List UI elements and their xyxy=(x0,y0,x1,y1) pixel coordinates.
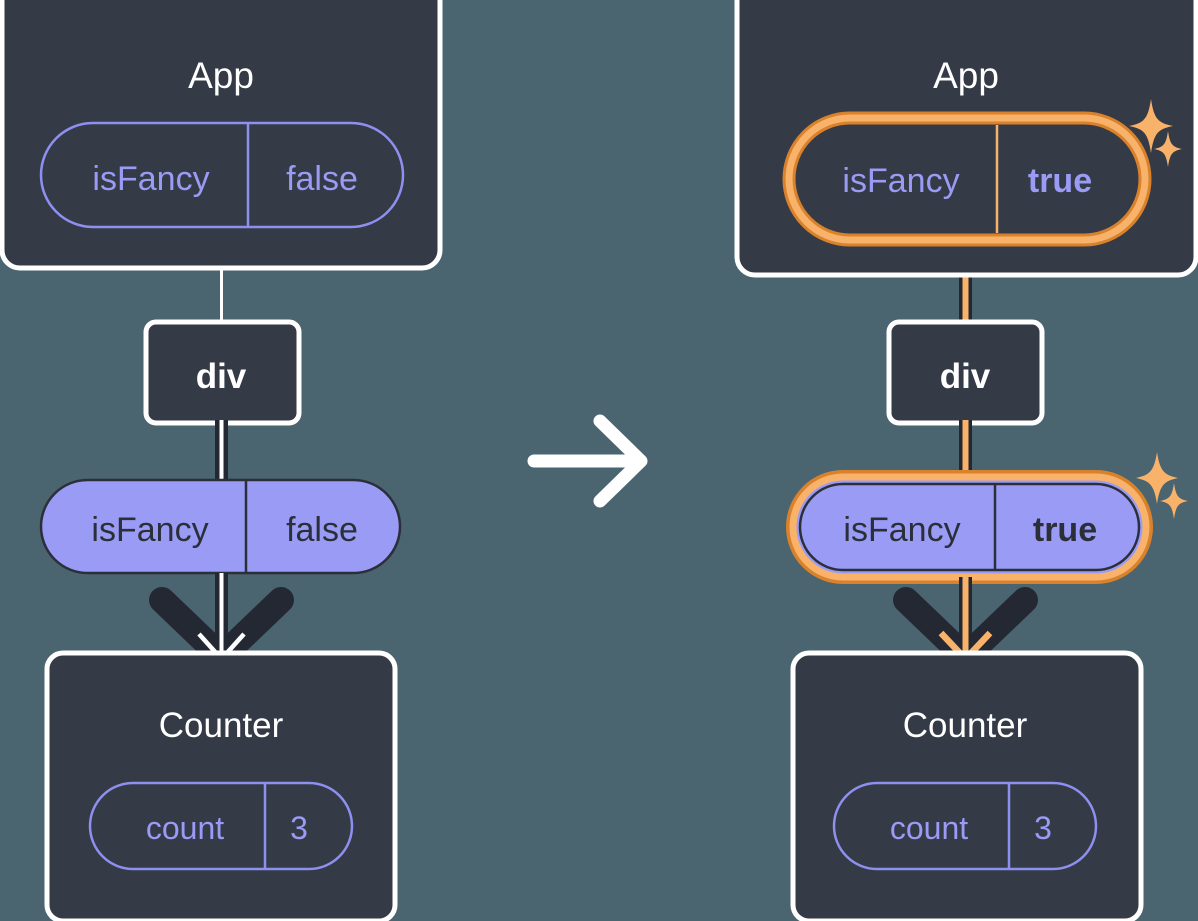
app-state-value-left: false xyxy=(286,160,358,198)
transition-arrow-icon xyxy=(527,414,648,508)
counter-state-value-right: 3 xyxy=(1034,810,1052,846)
app-title-right: App xyxy=(933,55,999,96)
counter-title-right: Counter xyxy=(903,706,1028,745)
div-label-left: div xyxy=(196,357,247,396)
app-box-left xyxy=(0,0,443,271)
arrow-prop-to-counter-left xyxy=(149,573,294,670)
app-state-value-right: true xyxy=(1028,162,1092,200)
prop-name-right: isFancy xyxy=(843,511,960,549)
prop-name-left: isFancy xyxy=(91,511,208,549)
arrow-prop-to-counter-right xyxy=(893,577,1038,670)
counter-state-name-right: count xyxy=(890,810,968,846)
app-box-right xyxy=(734,0,1198,278)
app-state-pill-left xyxy=(39,121,405,229)
counter-state-pill-left xyxy=(88,781,354,871)
app-state-name-right: isFancy xyxy=(842,162,959,200)
div-label-right: div xyxy=(940,357,991,396)
app-title-left: App xyxy=(188,55,254,96)
counter-box-left xyxy=(44,650,398,921)
prop-value-left: false xyxy=(286,511,358,549)
counter-state-value-left: 3 xyxy=(290,810,308,846)
sparkle-icon-app-right xyxy=(1129,99,1182,167)
counter-title-left: Counter xyxy=(159,706,284,745)
counter-state-pill-right xyxy=(832,781,1098,871)
app-state-name-left: isFancy xyxy=(92,160,209,198)
counter-box-right xyxy=(790,650,1144,921)
sparkle-icon-prop-right xyxy=(1136,452,1188,519)
prop-value-right: true xyxy=(1033,511,1097,549)
counter-state-name-left: count xyxy=(146,810,224,846)
app-state-pill-right xyxy=(782,111,1152,247)
prop-pill-right xyxy=(786,470,1153,584)
